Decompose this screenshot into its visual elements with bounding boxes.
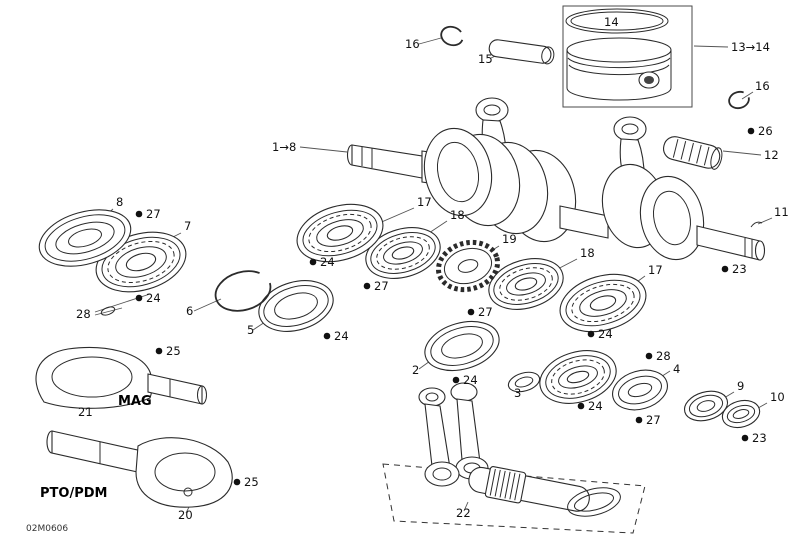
callout-18-first: 18 [450,208,465,222]
callout-16-top-left: 16 [405,37,420,51]
bolt-dot-27-under-18b [467,308,475,316]
callout-24-under-2: 24 [463,373,478,387]
bolt-dot-23-lower [741,434,749,442]
callout-22: 22 [456,506,471,520]
callout-2: 2 [412,363,419,377]
snap-ring [214,270,272,312]
shim-ring [258,280,334,332]
oil-seal-pto-small [683,390,729,422]
callout-9: 9 [737,379,744,393]
bolt-dot-23-upper [721,265,729,273]
circlip-top-right [728,90,750,110]
bearing-18b [488,258,564,310]
callout-1-8: 1→8 [272,140,296,154]
bearing-17a [296,203,384,263]
callout-17-first: 17 [417,195,432,209]
callout-6: 6 [186,304,193,318]
callout-14: 14 [604,15,619,29]
dowel-pin-left [100,306,116,316]
bolt-dot-26 [747,127,755,135]
wrist-pin-bore [644,76,654,84]
bolt-dot-24-under-2 [452,376,460,384]
callout-24-under-5: 24 [334,329,349,343]
piston-ring [565,8,669,34]
callout-25-pto: 25 [244,475,259,489]
callout-25-mag: 25 [166,344,181,358]
callout-pto-pdm: PTO/PDM [40,486,107,501]
callout-24-under-17b: 24 [598,327,613,341]
counterweight-cluster [423,127,577,243]
bolt-dot-25-pto [233,478,241,486]
diagram-code: 02M0606 [26,524,68,534]
roller-cage [662,136,723,170]
bolt-dot-24-under-17b [587,330,595,338]
callout-26: 26 [758,124,773,138]
bolt-dot-27-right [635,416,643,424]
callout-28-left: 28 [76,307,91,321]
oil-seal-pto [612,369,668,411]
rod-assembly [382,382,646,534]
callout-7: 7 [184,219,191,233]
callout-27-right: 27 [646,413,661,427]
bearing-17b [559,273,647,333]
callout-23-lower: 23 [752,431,767,445]
callout-24-under-17a: 24 [320,255,335,269]
callout-13-14: 13→14 [731,40,770,54]
oil-seal-mag [38,209,132,267]
thrust-washer [424,320,500,372]
callout-15: 15 [478,52,493,66]
callout-3: 3 [514,386,521,400]
drive-gear [435,239,501,293]
wrist-pin [488,39,555,65]
callout-28-right: 28 [656,349,671,363]
crank-webs-right [601,163,705,261]
callout-5: 5 [247,323,254,337]
callout-4: 4 [673,362,680,376]
connecting-rod-a [418,387,460,487]
bolt-dot-28-right [645,352,653,360]
callout-16-top-right: 16 [755,79,770,93]
callout-8: 8 [116,195,123,209]
callout-10: 10 [770,390,785,404]
washer-small [507,371,541,393]
callout-18-second: 18 [580,246,595,260]
callout-27-left: 27 [146,207,161,221]
bolt-dot-24-left [135,294,143,302]
callout-20: 20 [178,508,193,522]
crank-pin [468,466,590,512]
counterweight-pto [46,430,233,508]
bolt-dot-24-under-3 [577,402,585,410]
callout-17-second: 17 [648,263,663,277]
bearing-pto [539,350,617,404]
callout-27-under-18b: 27 [478,305,493,319]
callout-19: 19 [502,232,517,246]
piston [566,37,672,101]
callout-21: 21 [78,405,93,419]
counterweight-mag [35,347,207,409]
crankshaft [346,97,766,261]
connecting-rod-b [450,382,489,480]
bolt-dot-25-mag [155,347,163,355]
bolt-dot-27-left [135,210,143,218]
circlip-top-left [440,25,464,47]
bolt-dot-27-under-18a [363,282,371,290]
o-ring [721,399,761,429]
bolt-dot-24-under-17a [309,258,317,266]
callout-mag: MAG [118,394,152,409]
callout-24-under-3: 24 [588,399,603,413]
bearing-18a [365,227,441,279]
bolt-dot-24-under-5 [323,332,331,340]
big-end-ring [567,487,621,517]
half-key-pin [750,221,763,228]
callout-23-upper: 23 [732,262,747,276]
callout-11: 11 [774,205,789,219]
callout-27-under-18a: 27 [374,279,389,293]
callout-12: 12 [764,148,779,162]
callout-24-left: 24 [146,291,161,305]
piston-assembly-box [562,5,693,108]
crankshaft-pto-end [696,225,766,261]
